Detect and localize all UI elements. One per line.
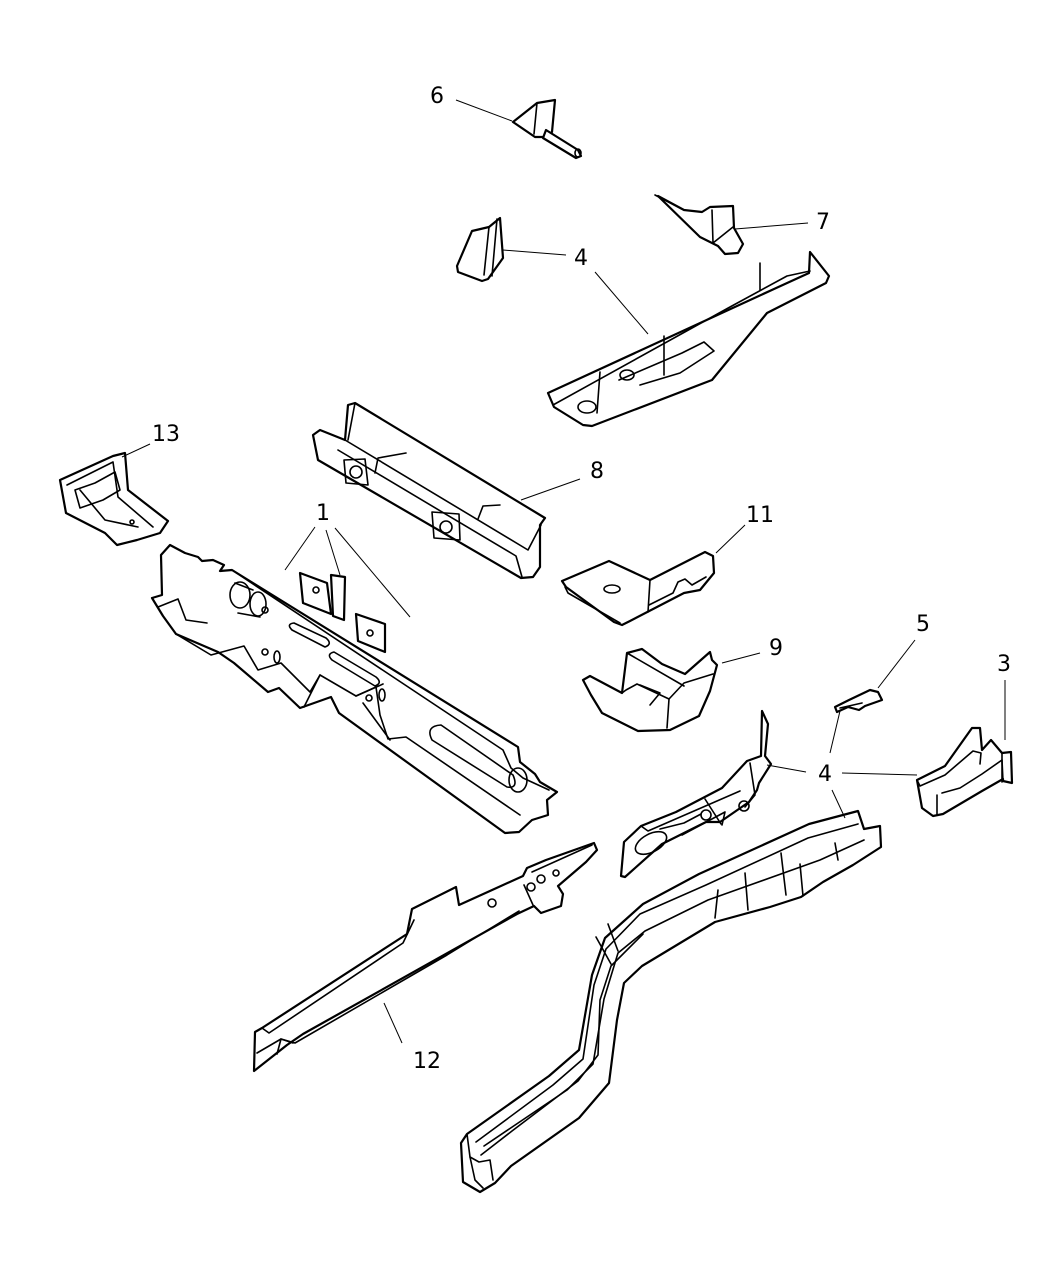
leader-1-a (284, 526, 316, 571)
leader-4-low-b (841, 772, 918, 776)
callout-13: 13 (152, 422, 180, 447)
leader-1-b (325, 529, 341, 576)
leader-1-c (334, 527, 411, 618)
leader-4-low-d (831, 789, 846, 819)
part-11-bracket[interactable] (560, 550, 716, 627)
part-13-corner-bracket[interactable] (58, 451, 170, 547)
leader-7 (734, 222, 809, 230)
leader-11 (715, 524, 746, 554)
part-8-crossmember-channel[interactable] (311, 401, 547, 580)
callout-4-lower: 4 (818, 762, 832, 787)
part-1-crossmember[interactable] (150, 543, 559, 835)
callout-6: 6 (430, 84, 444, 109)
leader-6 (455, 99, 513, 122)
part-6-bracket-with-stud[interactable] (511, 98, 583, 160)
part-12-sill-rail[interactable] (252, 841, 599, 1073)
leader-4-low-c (829, 710, 841, 754)
part-9-bracket[interactable] (581, 647, 719, 733)
callout-8: 8 (590, 459, 604, 484)
leader-4-low-a (766, 764, 807, 773)
part-4-upper-rail[interactable] (546, 250, 831, 428)
part-5-small-bracket[interactable] (833, 688, 884, 714)
callout-4-top: 4 (574, 246, 588, 271)
leader-5 (877, 639, 916, 689)
part-4-angle-bracket[interactable] (455, 216, 505, 283)
callout-3: 3 (997, 652, 1011, 677)
callout-7: 7 (816, 210, 830, 235)
leader-13 (121, 443, 151, 458)
callout-9: 9 (769, 636, 783, 661)
callout-1: 1 (316, 501, 330, 526)
part-3-rear-extension-bracket[interactable] (915, 726, 1014, 818)
callout-12: 12 (413, 1049, 441, 1074)
callout-5: 5 (916, 612, 930, 637)
leader-12 (383, 1002, 403, 1044)
leader-lines (121, 99, 1006, 1044)
part-7-bracket-with-stud[interactable] (654, 194, 745, 256)
part-4-rail-bracket[interactable] (619, 709, 773, 879)
callout-11: 11 (746, 503, 774, 528)
leader-8 (520, 478, 581, 501)
leader-4-top-b (594, 271, 649, 335)
leader-9 (721, 652, 761, 664)
leader-4-top-a (502, 249, 567, 256)
part-4-long-frame-rail[interactable] (459, 809, 883, 1194)
